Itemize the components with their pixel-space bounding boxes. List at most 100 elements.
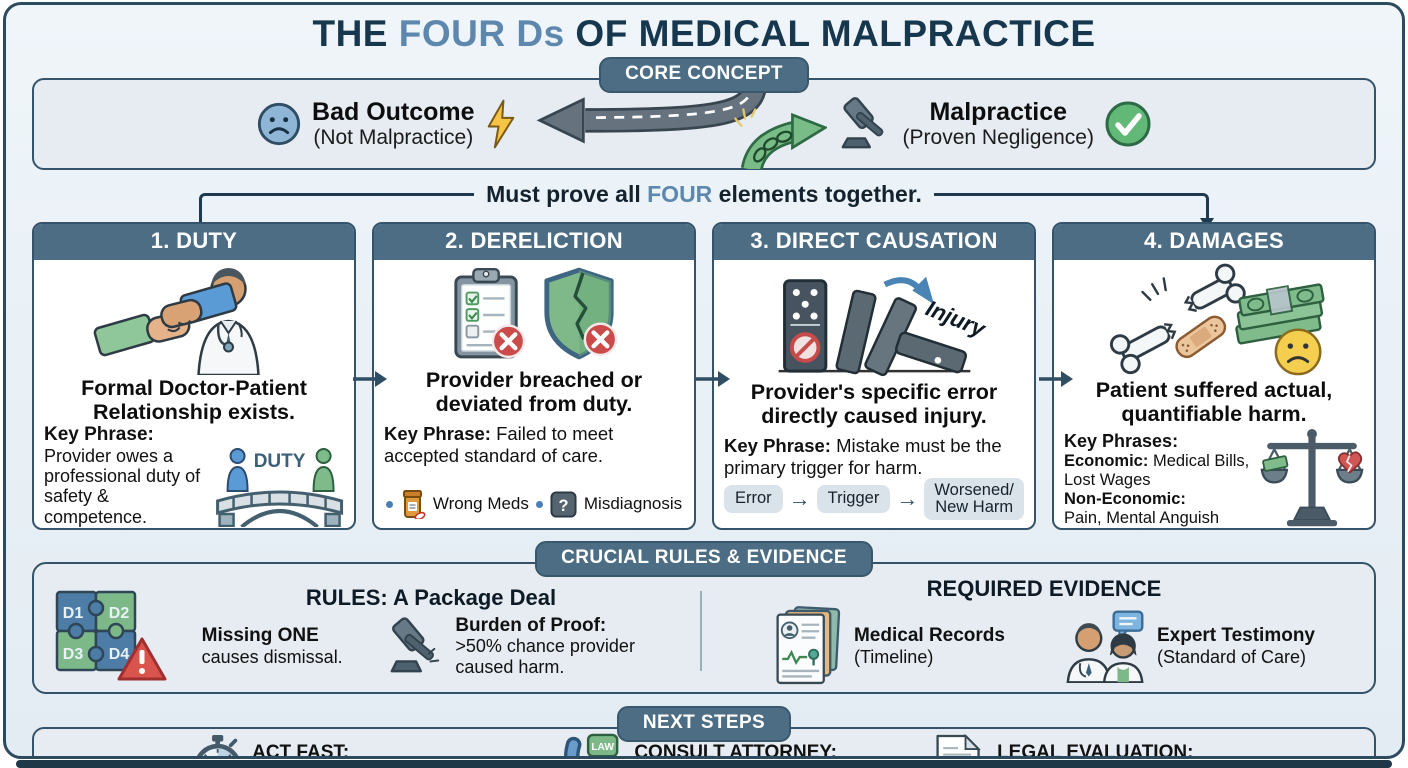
prove-post: elements together. <box>712 181 922 207</box>
rule-burden-of-proof: Burden of Proof: >50% chance provider ca… <box>386 615 660 678</box>
column-direct-causation: 3. DIRECT CAUSATION <box>712 222 1036 530</box>
column-duty: 1. DUTY <box>32 222 356 530</box>
check-icon <box>1105 101 1151 147</box>
svg-text:Injury: Injury <box>922 296 990 343</box>
medical-records-icon <box>776 606 841 685</box>
key-phrase-label: Key Phrase: <box>44 424 154 446</box>
person-blue-icon <box>226 448 249 493</box>
noneconomic-text: Pain, Mental Anguish <box>1064 509 1220 528</box>
person-green-icon <box>312 448 335 493</box>
law-bubble-icon: LAW <box>587 733 619 756</box>
chain-arrow-icon <box>740 112 827 169</box>
column-damages: 4. DAMAGES <box>1052 222 1376 530</box>
svg-text:D1: D1 <box>63 605 84 622</box>
pill-bottle-icon <box>402 490 426 519</box>
example-wrong-meds: Wrong Meds <box>432 494 529 513</box>
four-ds-columns: 1. DUTY <box>32 222 1376 530</box>
flow-arrow-icon: → <box>788 486 811 512</box>
evidence-title: REQUIRED EVIDENCE <box>926 576 1162 601</box>
frame: THE FOUR Ds OF MEDICAL MALPRACTICE CORE … <box>3 2 1405 759</box>
clipboard-checklist-icon <box>454 267 526 359</box>
malpractice-subtitle: (Proven Negligence) <box>902 125 1094 149</box>
step-consult-attorney: LAW CONSULT ATTORNEY: Suspect negligence… <box>561 733 837 756</box>
causation-statement: Provider's specific error directly cause… <box>750 380 998 428</box>
malpractice-label: Malpractice (Proven Negligence) <box>903 99 1094 148</box>
money-icon <box>1262 455 1289 473</box>
key-phrase-text: Failed to meet accepted standard of care… <box>384 423 614 466</box>
damages-key-phrases: Key Phrases: Economic: Medical Bills, Lo… <box>1064 431 1260 528</box>
title-pre: THE <box>312 13 399 54</box>
dominoes-icon: Injury <box>778 276 990 377</box>
duty-statement: Formal Doctor-Patient Relationship exist… <box>81 376 307 424</box>
title-highlight: FOUR Ds <box>398 13 565 54</box>
flow-arrow-icon: → <box>896 486 919 512</box>
next-steps-badge: NEXT STEPS <box>616 706 792 742</box>
economic-label: Economic: <box>1064 451 1149 470</box>
damages-icon <box>1109 263 1325 376</box>
flow-chip-error: Error <box>724 485 783 513</box>
svg-text:?: ? <box>558 496 568 514</box>
gavel-icon <box>841 97 883 149</box>
dereliction-statement: Provider breached or deviated from duty. <box>425 368 643 416</box>
prove-highlight: FOUR <box>647 181 713 207</box>
svg-text:D3: D3 <box>63 646 84 663</box>
example-misdiagnosis: Misdiagnosis <box>583 494 683 513</box>
bullet-icon <box>385 500 393 508</box>
svg-text:DUTY: DUTY <box>254 451 306 472</box>
next-element-arrow-icon <box>694 368 730 390</box>
evidence-medical-records: Medical Records (Timeline) <box>773 606 1005 686</box>
bandage-icon <box>1175 315 1227 359</box>
title-post: OF MEDICAL MALPRACTICE <box>564 13 1096 54</box>
svg-text:D2: D2 <box>109 605 130 622</box>
key-phrases-label: Key Phrases: <box>1064 430 1179 451</box>
key-phrase-text: Provider owes a professional duty of saf… <box>44 445 201 527</box>
key-phrase-label: Key Phrase: <box>384 423 491 445</box>
connector-right <box>933 193 1215 229</box>
step-act-fast: ACT FAST: Strict Statute of Limitations <box>185 733 466 756</box>
bridge-duty-icon: DUTY <box>215 448 343 528</box>
damages-statement: Patient suffered actual, quantifiable ha… <box>1095 378 1333 426</box>
connector-left <box>199 193 475 223</box>
noneconomic-label: Non-Economic: <box>1064 490 1186 509</box>
stopwatch-icon <box>197 735 239 756</box>
break-spark-icon <box>733 108 756 127</box>
column-dereliction-header: 2. DERELICTION <box>374 224 694 260</box>
rule-missing-one: Missing ONE causes dismissal. <box>201 624 343 667</box>
column-causation-header: 3. DIRECT CAUSATION <box>714 224 1034 260</box>
rules-title: RULES: A Package Deal <box>305 584 557 610</box>
sad-face-icon <box>257 102 301 146</box>
balance-scale-icon <box>1260 429 1364 527</box>
money-stack-icon <box>1235 283 1325 345</box>
bottom-bar <box>16 760 1392 768</box>
next-element-arrow-icon <box>1037 368 1073 390</box>
prove-pre: Must prove all <box>486 181 648 207</box>
economic-text: Medical Bills, Lost Wages <box>1064 451 1250 489</box>
warning-icon <box>117 637 167 681</box>
core-concept-badge: CORE CONCEPT <box>599 57 809 93</box>
x-badge-icon <box>583 322 618 357</box>
broken-bone-icon <box>1109 263 1246 375</box>
column-dereliction: 2. DERELICTION <box>372 222 696 530</box>
causation-key-phrase: Key Phrase: Mistake must be the primary … <box>724 435 1024 478</box>
legal-doc-icon <box>936 733 981 756</box>
key-phrase-label: Key Phrase: <box>724 435 831 457</box>
step-title: LEGAL EVALUATION: <box>997 741 1194 759</box>
rules-evidence-panel: D1 D2 D3 D4 RULES: A Package Deal Missin… <box>32 562 1376 694</box>
bad-outcome-label: Bad Outcome (Not Malpractice) <box>312 99 475 148</box>
sad-face-yellow-icon <box>1274 328 1322 376</box>
puzzle-4ds-icon: D1 D2 D3 D4 <box>55 590 137 672</box>
rules-evidence-badge: CRUCIAL RULES & EVIDENCE <box>535 541 873 577</box>
svg-text:D4: D4 <box>109 646 130 663</box>
page-title: THE FOUR Ds OF MEDICAL MALPRACTICE <box>6 5 1402 55</box>
no-symbol-icon <box>789 332 820 363</box>
rules-section: D1 D2 D3 D4 RULES: A Package Deal Missin… <box>42 574 696 688</box>
dereliction-key-phrase: Key Phrase: Failed to meet accepted stan… <box>384 423 684 466</box>
column-duty-header: 1. DUTY <box>34 224 354 260</box>
prove-banner: Must prove all FOUR elements together. <box>6 180 1402 229</box>
prove-text: Must prove all FOUR elements together. <box>474 181 934 208</box>
key-phrase-text: Mistake must be the primary trigger for … <box>724 435 1002 478</box>
bad-outcome-title: Bad Outcome <box>312 98 475 127</box>
expert-testimony-icon <box>1066 610 1144 683</box>
malpractice-title: Malpractice <box>929 98 1068 127</box>
